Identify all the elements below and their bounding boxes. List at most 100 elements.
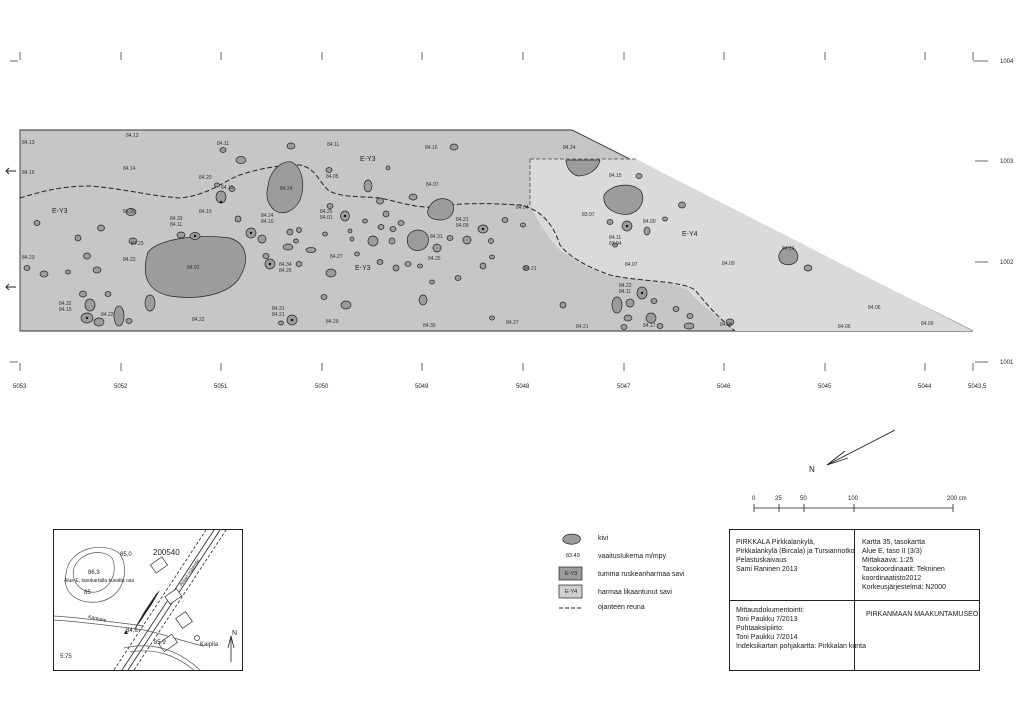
- grid-label: 5048: [516, 384, 530, 390]
- stone: [612, 242, 618, 248]
- stone: [462, 235, 472, 245]
- elevation-reading: 84.25: [279, 268, 292, 274]
- stone: [278, 320, 284, 326]
- elevation-reading: 84.21: [272, 312, 285, 318]
- stone: [385, 165, 391, 171]
- stone: [388, 237, 396, 245]
- stone: [408, 193, 418, 201]
- stone: [234, 215, 242, 223]
- elevation-reading: 84.13: [22, 140, 35, 146]
- stone: [678, 201, 686, 209]
- stone: [65, 269, 71, 275]
- elevation-reading: 84.00: [643, 219, 656, 225]
- measure-points: [85, 200, 644, 322]
- elevation-reading: 84.06: [838, 324, 851, 330]
- stone: [144, 294, 156, 312]
- stone: [93, 317, 105, 327]
- elevation-reading: 84.21: [576, 324, 589, 330]
- grid-label: 5045: [818, 384, 832, 390]
- stone: [104, 291, 112, 297]
- scale-tick-label: 100: [848, 496, 859, 502]
- elevation-reading: 84.09: [722, 261, 735, 267]
- stone: [33, 220, 41, 226]
- stone: [404, 261, 412, 267]
- unit-label: E-Y3: [360, 156, 376, 163]
- title-block-institution: PIRKANMAAN MAAKUNTAMUSEO: [866, 611, 979, 618]
- elevation-reading: 84.20: [123, 209, 136, 215]
- stone: [620, 324, 628, 330]
- scale-tick-label: 0: [752, 496, 756, 502]
- elevation-reading: 84.11: [170, 222, 182, 228]
- stone: [382, 210, 390, 218]
- stone: [325, 167, 333, 173]
- title-block-map-info: Kartta 35, tasokartta Alue E, taso II (3…: [862, 539, 947, 591]
- stone: [377, 224, 385, 230]
- stone: [650, 298, 658, 304]
- elevation-reading: 84.22: [192, 317, 205, 323]
- stone: [286, 228, 294, 236]
- elevation-reading: 84.21: [456, 217, 469, 223]
- left-arrow-icons: [5, 167, 16, 291]
- stone: [295, 261, 303, 267]
- stone: [325, 268, 337, 278]
- legend-sample: E-Y3: [565, 571, 578, 577]
- inset-label: 85,0: [120, 552, 132, 558]
- stone: [125, 318, 133, 324]
- right-grid-labels: 1004 1003 1002 1001: [1000, 59, 1014, 366]
- elevation-reading: 84.11: [327, 142, 339, 148]
- elevation-reading: 84.15: [59, 307, 72, 313]
- stone: [113, 305, 125, 327]
- elevation-reading: 84.16: [782, 246, 795, 252]
- legend-sample: 83.49: [566, 553, 580, 559]
- elevation-reading: 84.15: [609, 173, 622, 179]
- inset-label: Kantatie: [87, 614, 107, 624]
- inset-label: 200540: [153, 548, 180, 557]
- stone: [83, 252, 91, 260]
- elevation-reading: 84.07: [426, 182, 439, 188]
- stone: [363, 179, 373, 193]
- elevation-reading: 84.01: [320, 215, 333, 221]
- unit-label: E-Y3: [52, 208, 68, 215]
- top-grid-ticks: [10, 52, 988, 62]
- grid-label: 5044: [918, 384, 932, 390]
- scale-tick-label: 50: [800, 496, 807, 502]
- elevation-reading: 84.22: [101, 312, 114, 318]
- grid-label: 5049: [415, 384, 429, 390]
- grid-label: 1004: [1000, 59, 1014, 65]
- stone: [489, 315, 495, 321]
- elevation-reading: 84.27: [330, 254, 343, 260]
- elevation-reading: 84.11: [619, 289, 631, 295]
- elevation-reading: 84.31: [272, 306, 285, 312]
- elevation-reading: 84.22: [619, 283, 632, 289]
- excavation-plan-map: E-Y3 E-Y3 E-Y3 E-Y4 84.1384.1284.1184.11…: [5, 52, 1014, 390]
- elevation-reading: 84.25: [320, 209, 333, 215]
- stone: [418, 294, 428, 306]
- elevation-reading: 84.24: [261, 213, 274, 219]
- elevation-reading: 84.06: [868, 305, 881, 311]
- stone: [293, 238, 299, 244]
- grid-label: 5053: [13, 384, 27, 390]
- elevation-reading: 84.27: [506, 320, 519, 326]
- stone: [176, 231, 186, 239]
- legend-label: ojanteen reuna: [598, 604, 645, 611]
- elevation-reading: 84.14: [123, 166, 136, 172]
- stone: [489, 254, 495, 260]
- title-block: PIRKKALA Pirkkalankylä, Pirkkalankylä (B…: [729, 529, 980, 671]
- stone: [643, 226, 651, 236]
- stone: [340, 300, 352, 310]
- bottom-grid-labels: 5053 5052 5051 5050 5049 5048 5047 5046 …: [13, 384, 987, 390]
- grid-label: 1001: [1000, 360, 1014, 366]
- north-arrow: N: [809, 429, 896, 474]
- stone: [347, 228, 353, 234]
- elevation-reading: 84.16: [22, 170, 35, 176]
- elevation-reading: 84.24: [563, 145, 576, 151]
- stone: [454, 275, 462, 281]
- stone: [479, 262, 487, 270]
- stone: [376, 259, 384, 265]
- stones-layer: [23, 142, 813, 330]
- stone: [214, 182, 220, 188]
- stone: [397, 220, 405, 226]
- elevation-reading: 84.05: [326, 174, 339, 180]
- elevation-reading: 83.94: [609, 241, 622, 247]
